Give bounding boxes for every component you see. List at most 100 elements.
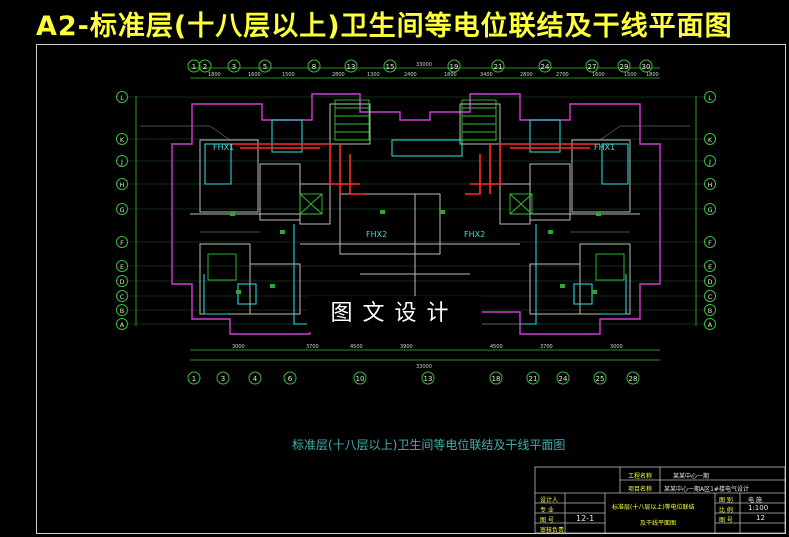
dim-bottom: 4500 (490, 344, 503, 350)
tb-stage-value: 电 施 (748, 497, 762, 504)
tb-sheet-label: 图 号 (719, 517, 733, 524)
overall-dim-top: 33000 (416, 62, 432, 68)
dim-top: 3400 (480, 72, 493, 78)
axis-label: 8 (312, 63, 316, 71)
axis-bubbles-top (187, 59, 653, 73)
dim-bottom: 3000 (232, 344, 245, 350)
tb-sheet-title-2: 及干线平面图 (640, 520, 677, 527)
axis-label: F (708, 239, 712, 247)
tb-scale-label: 比 例 (719, 507, 733, 514)
axis-label: 30 (642, 63, 651, 71)
axis-label: 28 (629, 375, 638, 383)
axis-label: 5 (263, 63, 267, 71)
axis-label: 24 (559, 375, 568, 383)
axis-bubbles-bottom (187, 371, 640, 385)
stair-symbols (207, 99, 625, 281)
fhx1-left-label: FHX1 (213, 143, 234, 152)
axis-label: L (708, 94, 712, 102)
axis-label: E (708, 263, 712, 271)
watermark-banner: 图文设计 (307, 296, 482, 332)
dim-top: 1800 (646, 72, 659, 78)
floor-plan-drawing: 1800 1600 1500 2800 1300 2400 1800 3400 … (116, 59, 786, 534)
page-title: A2-标准层(十八层以上)卫生间等电位联结及干线平面图 (36, 11, 733, 42)
trunk-lines (230, 143, 600, 195)
axis-label: 3 (232, 63, 236, 71)
axis-label: 21 (529, 375, 538, 383)
axis-label: 1 (192, 375, 196, 383)
annotation-leaders (140, 125, 690, 325)
plan-title: 标准层(十八层以上)卫生间等电位联结及干线平面图 (292, 438, 566, 452)
axis-label: H (120, 181, 125, 189)
tb-drawing-no-label: 图 号 (540, 517, 554, 524)
axis-label: 10 (356, 375, 365, 383)
dim-top: 1300 (367, 72, 380, 78)
overall-dim-bottom: 33000 (416, 364, 432, 370)
building-outline (171, 93, 661, 335)
axis-label: 13 (424, 375, 433, 383)
fhx2-left-label: FHX2 (366, 230, 387, 239)
axis-label: B (708, 307, 712, 315)
dim-top: 2400 (404, 72, 417, 78)
tb-item-value: 某某中心一期A区1#楼电气设计 (664, 486, 749, 493)
title-block-grid (534, 466, 786, 534)
interior-walls (190, 103, 640, 315)
dim-top: 2700 (556, 72, 569, 78)
axis-labels-right: L K J H G F E D C B A (707, 94, 712, 329)
axis-label: H (708, 181, 713, 189)
dimension-lines (135, 67, 697, 361)
axis-label: D (707, 278, 712, 286)
axis-labels-left: L K J H G F E D C B A (119, 94, 124, 329)
tb-stage-label: 图 别 (719, 497, 733, 504)
axis-label: 6 (288, 375, 293, 383)
dim-top: 2800 (332, 72, 345, 78)
dim-top: 1600 (592, 72, 605, 78)
tb-sheet-value: 12 (756, 514, 765, 522)
axis-label: E (120, 263, 124, 271)
axis-label: 1 (192, 63, 196, 71)
axis-label: L (120, 94, 124, 102)
fhx1-right-label: FHX1 (594, 143, 615, 152)
dim-top: 1500 (624, 72, 637, 78)
axis-label: B (120, 307, 124, 315)
axis-label: K (120, 136, 125, 144)
wall-hatch (203, 119, 629, 325)
axis-label: C (708, 293, 713, 301)
axis-label: A (708, 321, 713, 329)
grid-lines (128, 96, 704, 325)
tb-drawing-no-value: 12-1 (576, 514, 595, 523)
axis-label: 3 (221, 375, 225, 383)
axis-label: 18 (492, 375, 501, 383)
tb-project-label: 工程名称 (628, 473, 653, 480)
room-markers (230, 210, 601, 294)
dim-top: 1800 (444, 72, 457, 78)
cad-canvas[interactable]: 1800 1600 1500 2800 1300 2400 1800 3400 … (0, 44, 789, 537)
axis-label: K (708, 136, 713, 144)
drawing-frame (36, 44, 786, 534)
axis-label: F (120, 239, 124, 247)
tb-project-value: 某某中心一期 (673, 473, 710, 480)
tb-designer-label: 设计人 (540, 497, 559, 504)
axis-label: 21 (494, 63, 503, 71)
axis-label: G (119, 206, 124, 214)
axis-label: 24 (541, 63, 550, 71)
axis-labels-bottom: 1 3 4 6 10 13 18 21 24 25 28 (192, 375, 638, 383)
dim-bottom: 3700 (306, 344, 319, 350)
dim-top: 1600 (248, 72, 261, 78)
axis-label: D (119, 278, 124, 286)
axis-label: 25 (596, 375, 605, 383)
axis-label: 29 (620, 63, 629, 71)
tb-sheet-title-1: 标准层(十八层以上)等电位联结 (612, 504, 695, 511)
fhx2-right-label: FHX2 (464, 230, 485, 239)
dim-top: 2800 (520, 72, 533, 78)
tb-specialty-label: 专 业 (540, 507, 554, 514)
axis-label: 15 (386, 63, 395, 71)
dim-bottom: 3900 (400, 344, 413, 350)
axis-label: 4 (253, 375, 258, 383)
tb-scale-value: 1:100 (748, 504, 769, 512)
dim-bottom: 3000 (610, 344, 623, 350)
dimension-texts: 1800 1600 1500 2800 1300 2400 1800 3400 … (208, 62, 659, 370)
dim-bottom: 3700 (540, 344, 553, 350)
tb-checker-label: 审核负责 (540, 527, 565, 534)
axis-label: C (120, 293, 125, 301)
dim-bottom: 4500 (350, 344, 363, 350)
